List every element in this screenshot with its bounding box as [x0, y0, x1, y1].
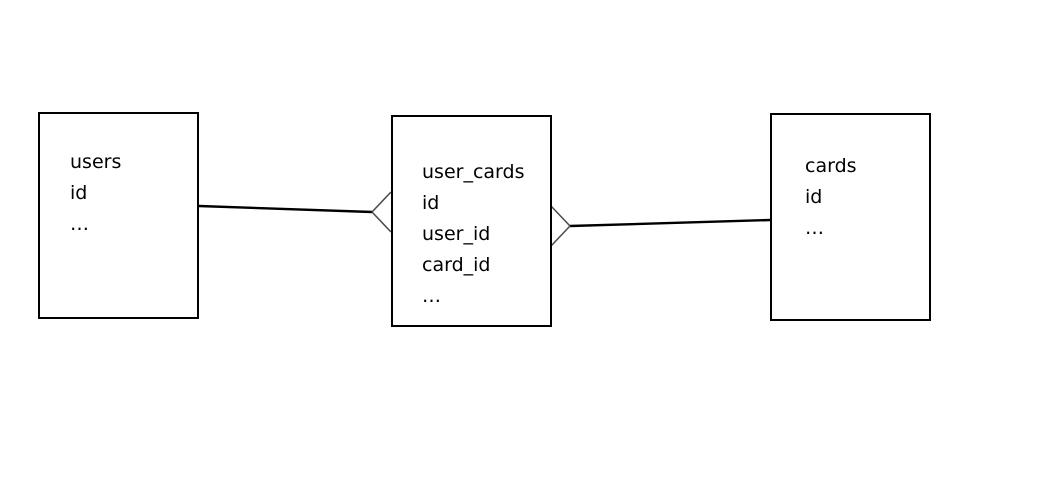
- entity-users-field-ellipsis: …: [70, 213, 90, 235]
- entity-cards-field-ellipsis: …: [805, 217, 825, 239]
- entity-user-cards-field-ellipsis: …: [422, 285, 442, 307]
- entity-users-name: users: [70, 151, 122, 173]
- entity-users-field-id: id: [70, 182, 88, 204]
- entity-user-cards-field-id: id: [422, 192, 440, 214]
- entity-user-cards-name: user_cards: [422, 161, 525, 183]
- entity-user-cards-field-user-id: user_id: [422, 223, 491, 245]
- entity-cards-fields: cards id …: [772, 115, 962, 244]
- entity-users[interactable]: users id …: [38, 112, 199, 319]
- crows-foot-user-cards-left: [371, 191, 392, 233]
- connector-line-users-user-cards: [198, 204, 373, 214]
- entity-users-fields: users id …: [40, 114, 227, 240]
- entity-user-cards-fields: user_cards id user_id card_id …: [393, 117, 579, 312]
- entity-user-cards-field-card-id: card_id: [422, 254, 491, 276]
- entity-cards[interactable]: cards id …: [770, 113, 931, 321]
- entity-user-cards[interactable]: user_cards id user_id card_id …: [391, 115, 552, 327]
- entity-cards-field-id: id: [805, 186, 823, 208]
- connector-line-user-cards-cards: [569, 218, 771, 228]
- crows-foot-user-cards-right: [550, 205, 571, 247]
- entity-cards-name: cards: [805, 155, 857, 177]
